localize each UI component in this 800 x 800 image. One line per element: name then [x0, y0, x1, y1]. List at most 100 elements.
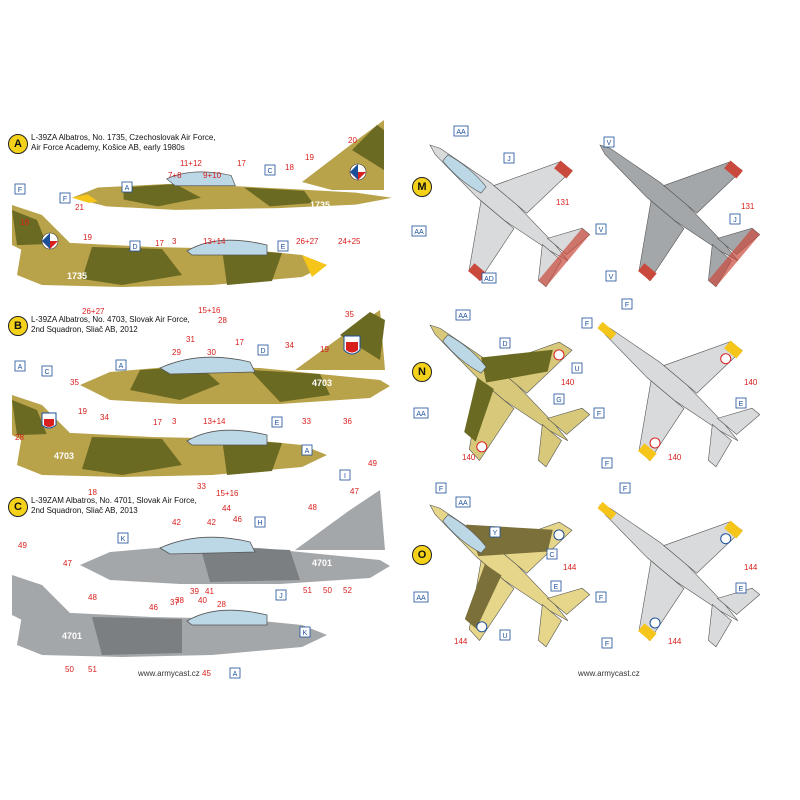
marker-m-0: 131 [556, 198, 570, 207]
scheme-b-caption: L-39ZA Albatros, No. 4703, Slovak Air Fo… [31, 315, 190, 335]
marker-b-18: 28 [15, 433, 24, 442]
marker-a-10: 24+25 [338, 237, 361, 246]
box-b-0: A [18, 364, 23, 371]
marker-a-4: 17 [237, 159, 246, 168]
marker-a-16: 15+16 [198, 306, 221, 315]
svg-text:4703: 4703 [312, 378, 332, 388]
box-m-1: J [507, 156, 511, 163]
marker-b-15: 18 [88, 488, 97, 497]
marker-b-1: 29 [172, 348, 181, 357]
box-c-1-box [254, 516, 266, 528]
marker-b-9: 33 [302, 417, 311, 426]
marker-c-15: 49 [18, 541, 27, 550]
marker-c-0: 49 [368, 459, 377, 468]
marker-a-2: 7+8 [168, 171, 182, 180]
box-n-1: D [502, 341, 507, 348]
marker-o-2: 144 [744, 563, 758, 572]
box-n-4: F [597, 411, 601, 418]
box-a-0-box [14, 183, 26, 195]
box-b-4-box [271, 416, 283, 428]
aircraft-c-lower: 4701 [12, 575, 327, 657]
box-m-2: V [607, 140, 612, 147]
plan-m-top [383, 89, 615, 317]
marker-b-0: 35 [345, 310, 354, 319]
box-a-2: A [125, 185, 130, 192]
box-c-0: I [344, 473, 346, 480]
scheme-letter-m: M [412, 177, 432, 197]
marker-b-4: 17 [235, 338, 244, 347]
svg-text:4701: 4701 [312, 558, 332, 568]
plan-o-bottom [553, 449, 785, 677]
box-c-2: K [121, 536, 126, 543]
box-m-3-box [411, 225, 427, 237]
marker-b-6: 19 [320, 345, 329, 354]
box-a-4-box [129, 240, 141, 252]
marker-c-8: 38 [175, 596, 184, 605]
scheme-b-caption-line1: L-39ZA Albatros, No. 4703, Slovak Air Fo… [31, 315, 190, 324]
aircraft-a-lower: 1735 [12, 205, 327, 287]
marker-m-1: 131 [741, 202, 755, 211]
marker-c-3: 42 [172, 518, 181, 527]
box-n-7-box [581, 317, 593, 329]
box-o-2-box [489, 526, 501, 538]
box-c-4-box [299, 626, 311, 638]
box-a-5-box [277, 240, 289, 252]
marker-b-11: 35 [70, 378, 79, 387]
marker-a-3: 9+10 [203, 171, 222, 180]
marker-o-1: 144 [454, 637, 468, 646]
box-a-1: F [63, 196, 67, 203]
box-a-3-box [264, 164, 276, 176]
marker-b-13: 34 [100, 413, 109, 422]
box-c-2-box [117, 532, 129, 544]
box-n-5-box [413, 407, 429, 419]
website-left: www.armycast.cz [138, 669, 200, 678]
box-m-5-box [595, 223, 607, 235]
box-n-2: U [574, 366, 579, 373]
scheme-a-caption: L-39ZA Albatros, No. 1735, Czechoslovak … [31, 133, 216, 153]
box-o-2: Y [493, 530, 498, 537]
scheme-c-caption-line1: L-39ZAM Albatros, No. 4701, Slovak Air F… [31, 496, 197, 505]
marker-c-7: 37 [170, 598, 179, 607]
marker-n-3: 140 [668, 453, 682, 462]
box-c-5: A [233, 671, 238, 678]
marker-c-13: 50 [323, 586, 332, 595]
scheme-b-caption-line2: 2nd Squadron, Sliač AB, 2012 [31, 325, 138, 334]
marker-c-17: 48 [88, 593, 97, 602]
marker-b-8: 13+14 [203, 417, 226, 426]
marker-b-5: 34 [285, 341, 294, 350]
box-o-10: F [605, 641, 609, 648]
box-o-8: F [623, 486, 627, 493]
marker-a-11: 21 [75, 203, 84, 212]
box-c-1: H [257, 520, 262, 527]
box-n-7: F [585, 321, 589, 328]
aircraft-b-upper: 4703 [80, 310, 390, 404]
website-right: www.armycast.cz [578, 669, 640, 678]
marker-o-0: 144 [563, 563, 577, 572]
svg-text:4701: 4701 [62, 631, 82, 641]
marker-b-3: 30 [207, 348, 216, 357]
box-n-3: G [556, 397, 561, 404]
box-c-4: K [303, 630, 308, 637]
box-b-5-box [301, 444, 313, 456]
aircraft-b-lower: 4703 [12, 395, 327, 477]
marker-c-18: 46 [149, 603, 158, 612]
marker-b-16: 33 [197, 482, 206, 491]
marker-b-10: 36 [343, 417, 352, 426]
scheme-letter-c: C [8, 497, 28, 517]
box-a-2-box [121, 181, 133, 193]
box-c-3-box [275, 589, 287, 601]
box-n-2-box [571, 362, 583, 374]
marker-a-5: 18 [285, 163, 294, 172]
box-o-10-box [601, 637, 613, 649]
box-m-3: AA [414, 229, 424, 236]
box-o-0-box [435, 482, 447, 494]
box-m-7-box [729, 213, 741, 225]
plan-m-bottom [553, 89, 785, 317]
marker-o-3: 144 [668, 637, 682, 646]
box-n-9: F [605, 461, 609, 468]
box-b-4: E [275, 420, 280, 427]
marker-n-1: 140 [462, 453, 476, 462]
marker-a-0: 20 [348, 136, 357, 145]
